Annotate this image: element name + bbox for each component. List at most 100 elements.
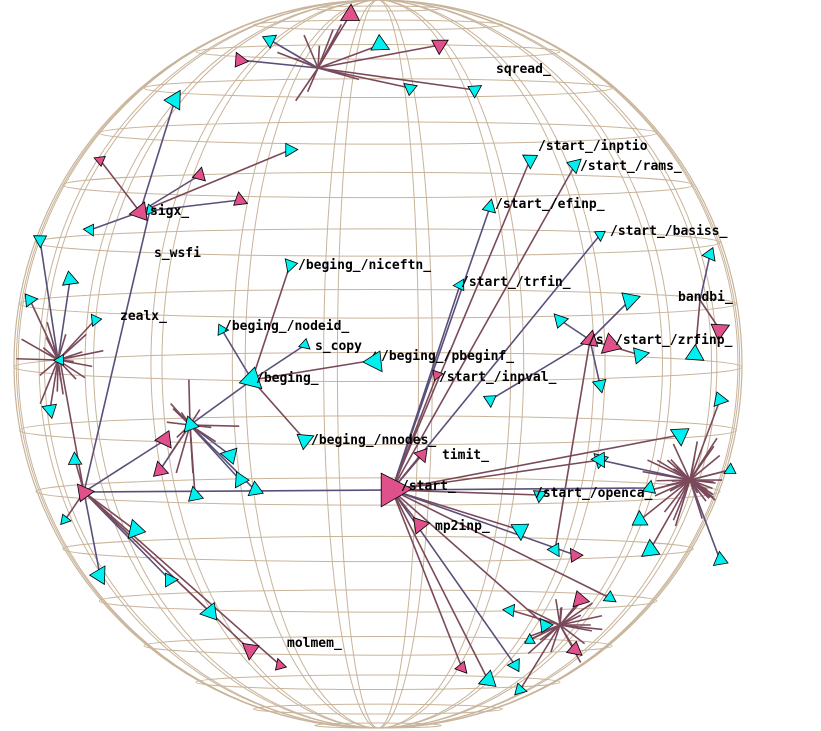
label-inpval[interactable]: /start_/inpval_ — [439, 370, 557, 385]
graph-node[interactable] — [524, 633, 536, 644]
graph-node[interactable] — [261, 34, 278, 49]
graph-node[interactable] — [501, 603, 516, 618]
graph-node[interactable] — [452, 278, 465, 292]
graph-node[interactable] — [296, 433, 315, 451]
graph-node[interactable] — [591, 378, 607, 394]
graph-node[interactable] — [565, 640, 583, 656]
label-inptio[interactable]: /start_/inptio — [538, 139, 648, 154]
graph-node[interactable] — [76, 483, 96, 503]
graph-node[interactable] — [165, 572, 180, 588]
label-trfin[interactable]: /start_/trfin_ — [461, 275, 571, 290]
graph-node[interactable] — [701, 246, 716, 262]
label-start[interactable]: /start_ — [401, 479, 456, 494]
graph-node[interactable] — [669, 428, 690, 447]
graph-node[interactable] — [413, 447, 428, 464]
graph-node[interactable] — [128, 201, 148, 221]
graph-node[interactable] — [298, 337, 311, 350]
graph-node[interactable] — [61, 270, 80, 286]
graph-node[interactable] — [217, 323, 230, 337]
graph-node[interactable] — [712, 550, 729, 567]
graph-node[interactable] — [642, 479, 657, 494]
graph-node[interactable] — [234, 470, 250, 489]
graph-node[interactable] — [413, 516, 431, 535]
graph-node[interactable] — [713, 391, 730, 407]
graph-node[interactable] — [183, 415, 200, 433]
label-rams[interactable]: /start_/rams_ — [580, 159, 682, 174]
graph-node[interactable] — [241, 642, 260, 661]
graph-node[interactable] — [152, 460, 170, 477]
graph-node[interactable] — [362, 350, 383, 373]
graph-node[interactable] — [188, 485, 205, 502]
graph-node[interactable] — [477, 669, 497, 687]
graph-node[interactable] — [514, 682, 528, 696]
graph-node[interactable] — [684, 343, 705, 361]
graph-node[interactable] — [60, 513, 72, 526]
graph-node[interactable] — [284, 258, 299, 274]
graph-node[interactable] — [546, 542, 560, 558]
graph-node[interactable] — [370, 33, 391, 51]
graph-node[interactable] — [274, 657, 288, 671]
graph-node[interactable] — [90, 313, 103, 328]
graph-node[interactable] — [82, 223, 94, 237]
label-zrfinp[interactable]: /start_/zrfinp_ — [615, 333, 733, 348]
graph-node[interactable] — [431, 39, 449, 56]
label-openca[interactable]: /start_/openca_ — [535, 486, 653, 501]
graph-node[interactable] — [380, 472, 413, 508]
label-basiss[interactable]: /start_/basiss_ — [610, 224, 728, 239]
graph-node[interactable] — [32, 235, 48, 249]
label-sigx[interactable]: sigx_ — [150, 204, 189, 219]
graph-node[interactable] — [539, 617, 554, 634]
graph-node[interactable] — [481, 198, 497, 214]
label-s-copy[interactable]: s_copy — [315, 339, 362, 354]
label-bandbi[interactable]: bandbi_ — [678, 290, 733, 305]
graph-node[interactable] — [199, 601, 218, 621]
graph-node[interactable] — [579, 329, 599, 347]
graph-node[interactable] — [145, 203, 157, 216]
graph-node[interactable] — [234, 51, 250, 68]
graph-node[interactable] — [432, 369, 444, 382]
graph-node[interactable] — [710, 323, 731, 342]
graph-node[interactable] — [127, 518, 147, 539]
graph-node[interactable] — [403, 83, 418, 97]
graph-node[interactable] — [593, 230, 606, 243]
graph-node[interactable] — [467, 85, 483, 99]
graph-node[interactable] — [602, 590, 617, 603]
graph-node[interactable] — [52, 353, 64, 366]
graph-node[interactable] — [590, 451, 606, 469]
label-timit[interactable]: timit_ — [442, 448, 489, 463]
graph-node[interactable] — [482, 395, 497, 409]
graph-node[interactable] — [510, 523, 530, 542]
label-s-wsfi[interactable]: s_wsfi — [154, 246, 201, 261]
graph-node[interactable] — [154, 429, 172, 449]
label-mp2inp[interactable]: mp2inp_ — [435, 519, 490, 534]
graph-node[interactable] — [553, 313, 570, 329]
label-nnodes[interactable]: /beging_/nnodes_ — [311, 433, 436, 448]
graph-node[interactable] — [566, 158, 582, 175]
graph-node[interactable] — [41, 403, 57, 420]
graph-node[interactable] — [506, 658, 520, 673]
label-sqread[interactable]: sqread_ — [496, 62, 551, 77]
label-niceftn[interactable]: /beging_/niceftn_ — [298, 258, 431, 273]
graph-node[interactable] — [247, 480, 264, 497]
graph-node[interactable] — [600, 332, 623, 354]
graph-node[interactable] — [93, 155, 106, 168]
graph-node[interactable] — [569, 547, 584, 563]
label-molmem[interactable]: molmem_ — [287, 636, 342, 651]
graph-node[interactable] — [285, 142, 299, 158]
graph-node[interactable] — [572, 590, 591, 608]
graph-node[interactable] — [219, 447, 238, 465]
graph-node[interactable] — [532, 490, 548, 504]
graph-node[interactable] — [88, 565, 106, 586]
label-pbeginf[interactable]: /beging_/pbeginf_ — [381, 349, 514, 364]
graph-node[interactable] — [191, 166, 206, 182]
label-nodeid[interactable]: /beging_/nodeid_ — [224, 319, 349, 334]
graph-node[interactable] — [454, 660, 468, 674]
graph-node[interactable] — [631, 509, 649, 526]
label-efinp[interactable]: /start_/efinp_ — [495, 197, 605, 212]
label-s-short[interactable]: /s — [588, 333, 604, 348]
graph-node[interactable] — [238, 366, 263, 390]
graph-node[interactable] — [24, 293, 39, 308]
graph-node[interactable] — [633, 347, 651, 365]
